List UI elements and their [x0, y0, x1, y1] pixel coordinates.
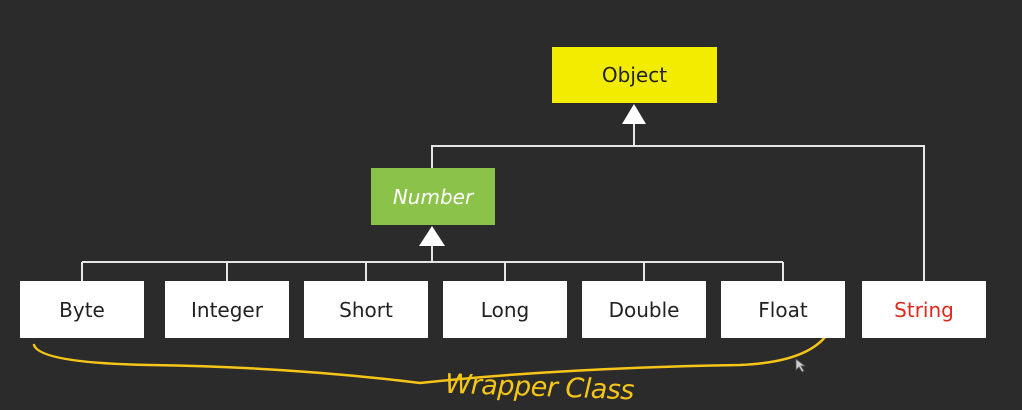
wrapper-brace [32, 328, 832, 385]
wrapper-class-box: Byte [20, 281, 144, 338]
string-connector [634, 145, 925, 281]
wrapper-class-label: Byte [59, 297, 105, 322]
number-class-label: Number [392, 184, 474, 209]
wrapper-class-box: Integer [165, 281, 289, 338]
wrapper-class-label: Short [339, 297, 393, 322]
wrapper-class-box: Long [443, 281, 567, 338]
wrapper-class-label: Double [608, 297, 680, 322]
object-connector [431, 122, 635, 168]
wrapper-class-label: Long [480, 297, 530, 322]
object-arrowhead [622, 104, 646, 124]
wrapper-class-box: Double [582, 281, 706, 338]
wrapper-class-label: Integer [191, 297, 263, 322]
object-class-label: Object [601, 63, 668, 87]
string-class-box: String [862, 281, 986, 338]
mouse-cursor-icon [795, 358, 807, 373]
wrapper-class-box: Float [721, 281, 845, 338]
object-class-box: Object [552, 47, 717, 103]
number-arrowhead [419, 226, 445, 246]
wrapper-class-annotation: Wrapper Class [444, 368, 635, 407]
string-class-label: String [894, 297, 954, 322]
wrapper-class-box: Short [304, 281, 428, 338]
number-class-box: Number [371, 168, 495, 225]
wrapper-class-label: Float [758, 297, 808, 322]
